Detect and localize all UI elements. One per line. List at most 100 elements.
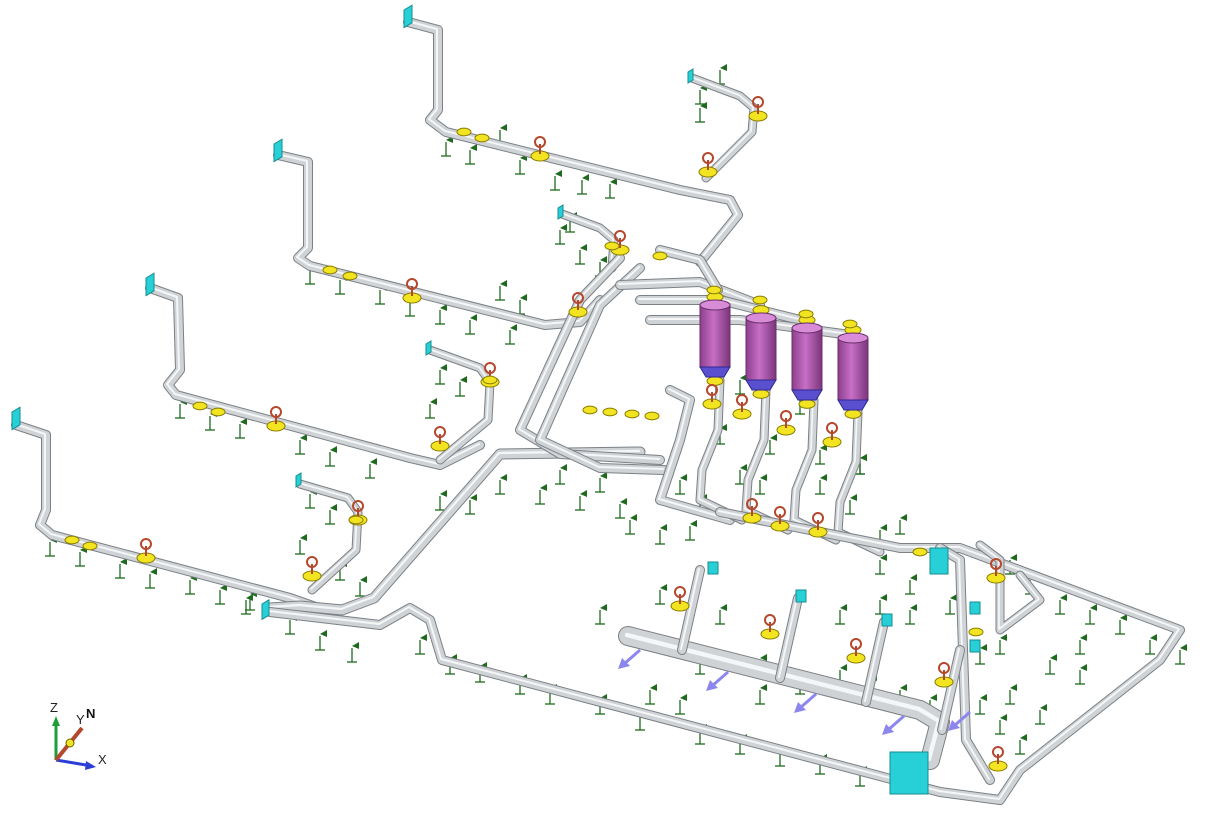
north-label: N bbox=[86, 706, 95, 721]
pipe-support-icon bbox=[325, 446, 337, 467]
return-loop-pipe bbox=[975, 540, 1045, 635]
pipe-support-icon bbox=[465, 314, 477, 335]
pipe-support-icon bbox=[515, 294, 527, 315]
pipe-support-icon bbox=[975, 694, 987, 715]
flange bbox=[342, 271, 358, 281]
pipe-support-icon bbox=[1085, 604, 1097, 625]
vessel bbox=[745, 312, 777, 391]
pipe-support-icon bbox=[435, 364, 447, 385]
pipe-support-icon bbox=[465, 144, 477, 165]
pipe-support-icon bbox=[575, 244, 587, 265]
pipe-support-icon bbox=[875, 554, 887, 575]
pipe-support-icon bbox=[715, 64, 727, 85]
handwheel-valve-icon bbox=[986, 558, 1006, 584]
flow-arrow-icon bbox=[948, 710, 971, 731]
flange bbox=[192, 401, 208, 411]
pipe-support-icon bbox=[295, 534, 307, 555]
handwheel-valve-icon bbox=[988, 746, 1008, 772]
flow-arrow-icon bbox=[882, 714, 905, 735]
pipe-support-icon bbox=[1175, 644, 1187, 665]
main-header-pipe bbox=[515, 253, 665, 465]
handwheel-valve-icon bbox=[530, 136, 550, 162]
pipe-support-icon bbox=[241, 594, 253, 615]
pipe-support-icon bbox=[365, 458, 377, 479]
pipe-support-icon bbox=[695, 102, 707, 123]
square-flange-icon bbox=[795, 589, 807, 603]
vessel-nozzle-flange bbox=[752, 389, 770, 399]
handwheel-valve-icon bbox=[808, 512, 828, 538]
flange bbox=[604, 241, 620, 251]
pipe-support-icon bbox=[735, 374, 747, 395]
pipe-support-icon bbox=[550, 170, 562, 191]
pipe-support-icon bbox=[875, 594, 887, 615]
outlet-riser-pipe bbox=[861, 617, 889, 707]
vessel-outlet-pipe bbox=[833, 407, 885, 557]
pipe-support-icon bbox=[215, 584, 227, 605]
pipe-support-icon bbox=[435, 490, 447, 511]
flange bbox=[82, 541, 98, 551]
flange bbox=[210, 407, 226, 417]
vessel-outlet-pipe bbox=[695, 375, 747, 525]
pipe-support-icon bbox=[845, 494, 857, 515]
pipe-support-icon bbox=[1015, 734, 1027, 755]
pipe-support-icon bbox=[995, 714, 1007, 735]
flange bbox=[752, 295, 768, 305]
square-flange-icon bbox=[881, 613, 893, 627]
pipe-support-icon bbox=[755, 684, 767, 705]
vessel-nozzle-flange bbox=[798, 399, 816, 409]
handwheel-valve-icon bbox=[702, 384, 722, 410]
pipe-support-icon bbox=[315, 630, 327, 651]
handwheel-valve-icon bbox=[770, 506, 790, 532]
flange bbox=[706, 285, 722, 295]
pipe-support-icon bbox=[555, 464, 567, 485]
flange bbox=[582, 405, 598, 415]
pipe-support-icon bbox=[675, 474, 687, 495]
main-header-pipe bbox=[535, 263, 669, 475]
pipe-support-icon bbox=[495, 474, 507, 495]
pipe-support-icon bbox=[1035, 704, 1047, 725]
flange bbox=[322, 265, 338, 275]
vessel-nozzle-flange bbox=[844, 409, 862, 419]
square-flange-icon bbox=[889, 751, 929, 795]
pipe-support-icon bbox=[675, 694, 687, 715]
flange bbox=[456, 127, 472, 137]
flange bbox=[602, 407, 618, 417]
handwheel-valve-icon bbox=[302, 556, 322, 582]
pipe-support-icon bbox=[555, 224, 567, 245]
inlet-branch-pipe bbox=[145, 283, 485, 470]
pipe-support-icon bbox=[575, 490, 587, 511]
handwheel-valve-icon bbox=[760, 614, 780, 640]
pipe-support-icon bbox=[515, 154, 527, 175]
pipe-support-icon bbox=[655, 584, 667, 605]
z-arrowhead bbox=[52, 716, 60, 726]
inlet-branch-pipe bbox=[403, 17, 743, 267]
pipe-support-icon bbox=[645, 684, 657, 705]
outlet-header-pipe bbox=[618, 626, 950, 770]
pipe-support-icon bbox=[415, 634, 427, 655]
pipe-support-icon bbox=[655, 524, 667, 545]
flange bbox=[624, 409, 640, 419]
drop-leg-pipe bbox=[687, 73, 759, 183]
pipe-support-icon bbox=[1075, 634, 1087, 655]
pipe-support-icon bbox=[435, 304, 447, 325]
pipe-support-icon bbox=[355, 576, 367, 597]
flange bbox=[348, 515, 364, 525]
pipe-support-icon bbox=[605, 178, 617, 199]
pipe-support-icon bbox=[895, 514, 907, 535]
pipe-support-icon bbox=[625, 514, 637, 535]
x-axis-label: X bbox=[98, 752, 107, 767]
pipe-support-icon bbox=[765, 434, 777, 455]
pipe-support-icon bbox=[325, 504, 337, 525]
pipe-support-icon bbox=[685, 520, 697, 541]
axis-triad: Z Y N X bbox=[50, 700, 107, 770]
handwheel-valve-icon bbox=[846, 638, 866, 664]
handwheel-valve-icon bbox=[732, 394, 752, 420]
handwheel-valve-icon bbox=[136, 538, 156, 564]
pipe-support-icon bbox=[235, 418, 247, 439]
vessel-feed-pipe bbox=[615, 277, 765, 310]
handwheel-valve-icon bbox=[934, 662, 954, 688]
pipe-support-icon bbox=[1005, 684, 1017, 705]
pipe-support-icon bbox=[535, 484, 547, 505]
